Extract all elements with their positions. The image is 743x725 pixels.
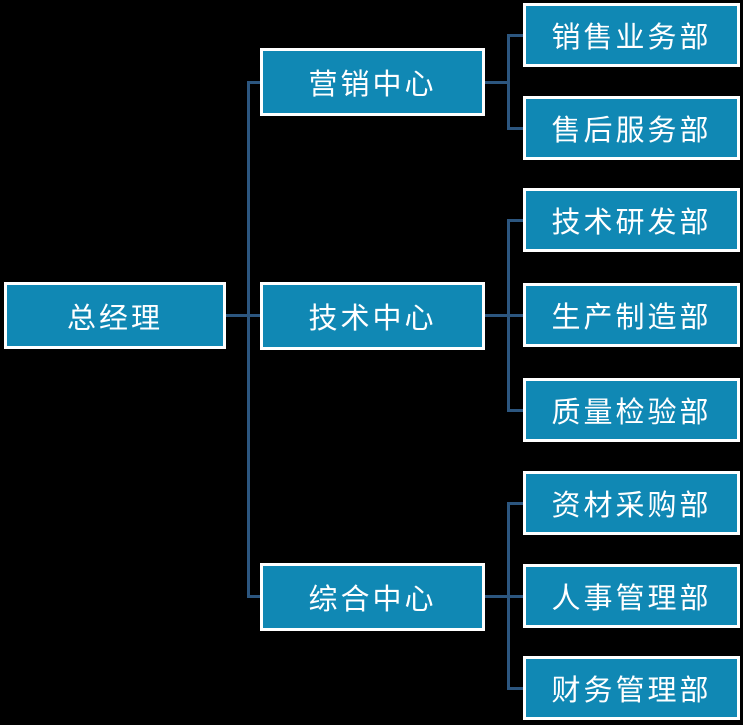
org-node-branch-general: 综合中心: [260, 563, 485, 631]
org-node-branch-marketing: 营销中心: [260, 48, 485, 116]
connector-branch-2-stem: [485, 314, 523, 317]
org-node-dept-hr: 人事管理部: [523, 564, 740, 628]
connector-branch-3-dept-1: [507, 502, 523, 505]
connector-trunk-to-branch-1: [247, 81, 262, 84]
connector-branch-3-dept-3: [507, 687, 523, 690]
connector-root-to-trunk: [226, 314, 262, 317]
org-node-root: 总经理: [4, 282, 226, 349]
org-node-dept-procurement: 资材采购部: [523, 471, 740, 535]
connector-branch-1-dept-2: [507, 127, 523, 130]
org-node-branch-technology: 技术中心: [260, 282, 485, 350]
org-node-dept-aftersales: 售后服务部: [523, 96, 740, 160]
connector-branch-2-dept-3: [507, 409, 523, 412]
org-node-dept-manufacturing: 生产制造部: [523, 283, 740, 347]
org-node-dept-sales: 销售业务部: [523, 3, 740, 67]
connector-branch-2-dept-1: [507, 219, 523, 222]
connector-branch-3-stem: [485, 595, 523, 598]
org-node-dept-quality: 质量检验部: [523, 378, 740, 442]
org-node-dept-rnd: 技术研发部: [523, 188, 740, 252]
connector-branch-1-dept-1: [507, 34, 523, 37]
connector-branch-1-stem: [485, 81, 510, 84]
connector-trunk-vertical: [247, 81, 250, 598]
connector-trunk-to-branch-3: [247, 595, 262, 598]
org-node-dept-finance: 财务管理部: [523, 656, 740, 720]
